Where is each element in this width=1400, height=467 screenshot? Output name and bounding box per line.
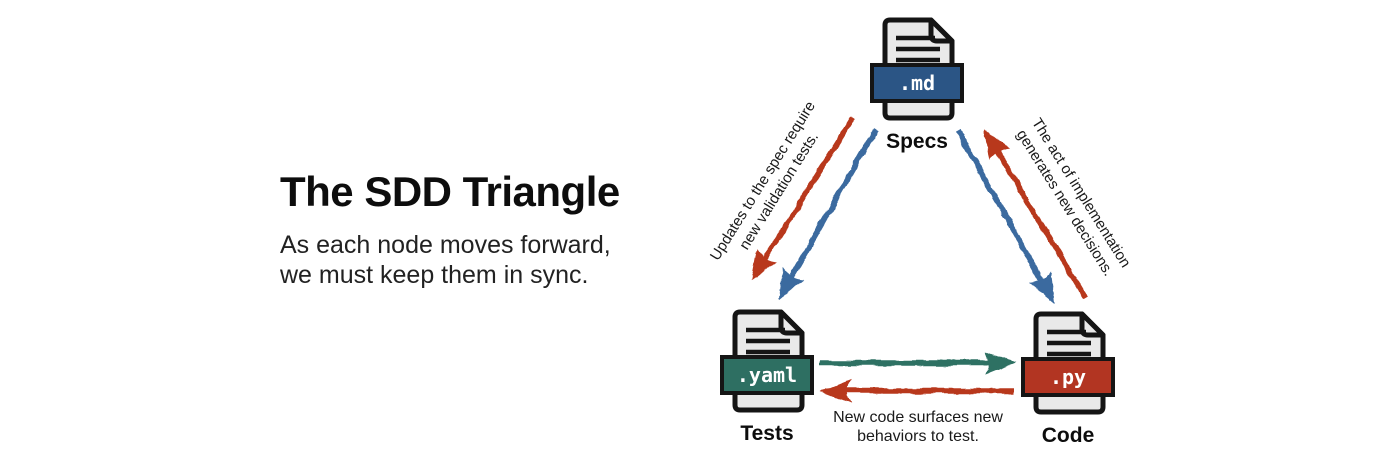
arrow-specs-to-tests-blue-icon	[778, 127, 879, 300]
tests-file-ext-badge: .yaml	[720, 355, 814, 395]
edge-label-tests-code: New code surfaces new behaviors to test.	[833, 408, 1003, 446]
edge-label-tests-code-line2: behaviors to test.	[857, 428, 979, 445]
intro-text-block: The SDD Triangle As each node moves forw…	[280, 168, 640, 290]
code-file-ext-badge: .py	[1021, 357, 1115, 397]
tests-node-label: Tests	[740, 422, 794, 445]
subtitle-line-2: we must keep them in sync.	[280, 261, 589, 290]
code-file-icon-wrap: .py	[1021, 311, 1115, 415]
node-tests: .yaml Tests	[697, 309, 837, 446]
node-specs: .md Specs	[847, 17, 987, 154]
arrow-specs-to-code-icon	[955, 129, 1055, 304]
subtitle-line-1: As each node moves forward,	[280, 231, 611, 260]
node-code: .py Code	[998, 311, 1138, 448]
code-node-label: Code	[1041, 424, 1095, 447]
specs-file-icon-wrap: .md	[870, 17, 964, 121]
arrow-group	[751, 116, 1088, 404]
specs-file-ext-badge: .md	[870, 63, 964, 103]
arrow-code-to-specs-icon	[984, 128, 1088, 300]
tests-file-icon-wrap: .yaml	[720, 309, 814, 413]
arrow-specs-to-tests-red-icon	[751, 116, 856, 281]
page-title: The SDD Triangle	[280, 168, 620, 215]
specs-node-label: Specs	[886, 130, 948, 153]
edge-label-tests-code-line1: New code surfaces new	[833, 409, 1003, 426]
page-subtitle: As each node moves forward, we must keep…	[280, 230, 640, 290]
